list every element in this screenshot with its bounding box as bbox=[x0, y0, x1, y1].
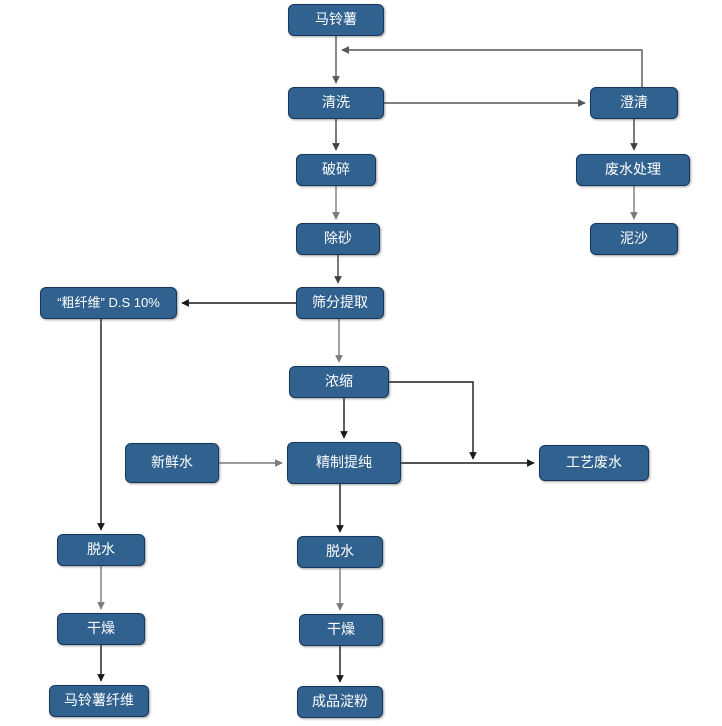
node-label-finalstarch: 成品淀粉 bbox=[312, 693, 368, 710]
node-desanding[interactable]: 除砂 bbox=[296, 223, 380, 255]
node-label-dewater_mid: 脱水 bbox=[326, 543, 354, 560]
node-coarsefiber[interactable]: “粗纤维” D.S 10% bbox=[40, 287, 177, 319]
edge-clarify-to-washing bbox=[341, 46, 643, 87]
node-label-sludge: 泥沙 bbox=[620, 230, 648, 247]
node-label-wastewater: 废水处理 bbox=[605, 161, 661, 178]
node-label-potatofiber: 马铃薯纤维 bbox=[64, 692, 134, 709]
node-label-freshwater: 新鲜水 bbox=[151, 454, 193, 471]
node-finalstarch[interactable]: 成品淀粉 bbox=[297, 686, 383, 718]
node-label-refining: 精制提纯 bbox=[316, 454, 372, 471]
node-potato[interactable]: 马铃薯 bbox=[288, 4, 384, 36]
node-freshwater[interactable]: 新鲜水 bbox=[125, 443, 219, 483]
node-label-dewater_left: 脱水 bbox=[87, 541, 115, 558]
node-crushing[interactable]: 破碎 bbox=[296, 154, 376, 186]
node-sludge[interactable]: 泥沙 bbox=[590, 223, 678, 255]
node-dewater_left[interactable]: 脱水 bbox=[57, 534, 145, 566]
node-label-drying_left: 干燥 bbox=[87, 620, 115, 637]
node-concentrate[interactable]: 浓缩 bbox=[289, 366, 389, 398]
edge-concentrate-to-processwaste bbox=[389, 381, 477, 460]
node-label-screening: 筛分提取 bbox=[312, 294, 368, 311]
node-label-clarify: 澄清 bbox=[620, 94, 648, 111]
node-label-washing: 清洗 bbox=[322, 94, 350, 111]
node-label-concentrate: 浓缩 bbox=[325, 373, 353, 390]
node-label-coarsefiber: “粗纤维” D.S 10% bbox=[57, 294, 160, 310]
node-drying_mid[interactable]: 干燥 bbox=[299, 614, 383, 646]
node-drying_left[interactable]: 干燥 bbox=[57, 613, 145, 645]
node-screening[interactable]: 筛分提取 bbox=[296, 287, 384, 319]
node-dewater_mid[interactable]: 脱水 bbox=[297, 536, 383, 568]
node-label-desanding: 除砂 bbox=[324, 230, 352, 247]
node-label-potato: 马铃薯 bbox=[315, 11, 357, 28]
node-clarify[interactable]: 澄清 bbox=[590, 87, 678, 119]
node-processwaste[interactable]: 工艺废水 bbox=[539, 445, 649, 481]
node-label-processwaste: 工艺废水 bbox=[566, 454, 622, 471]
node-potatofiber[interactable]: 马铃薯纤维 bbox=[49, 685, 149, 717]
node-label-crushing: 破碎 bbox=[322, 161, 350, 178]
node-label-drying_mid: 干燥 bbox=[327, 621, 355, 638]
node-wastewater[interactable]: 废水处理 bbox=[576, 154, 690, 186]
node-washing[interactable]: 清洗 bbox=[288, 87, 384, 119]
node-refining[interactable]: 精制提纯 bbox=[287, 442, 401, 484]
